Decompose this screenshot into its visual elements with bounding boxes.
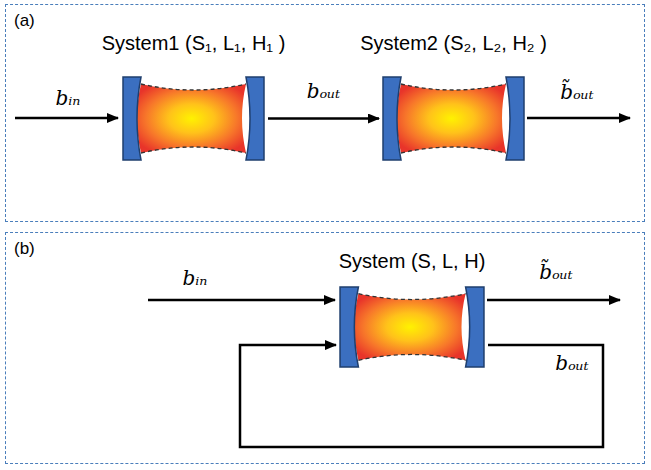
beam-edge [141,147,246,153]
panel-label: (a) [14,11,35,31]
beam-edge [358,294,465,300]
system-heading: System1 (S₁, L₁, H₁ ) [102,32,286,55]
cavity-field [354,294,465,361]
connector-label: bₒᵤₜ [307,79,340,103]
signal-connector [240,345,603,447]
cavity-system: System2 (S₂, L₂, H₂ ) [381,76,526,161]
cavity-system: System1 (S₁, L₁, H₁ ) [121,76,266,161]
panel-label: (b) [14,239,35,259]
beam-edge [141,84,246,90]
cavity-drawing [338,286,486,368]
signal-label: bᵢₙ [183,266,208,290]
cavity-drawing [121,76,266,161]
cavity-field [137,84,246,153]
beam-edge [358,354,465,360]
signal-connector [268,117,379,120]
system-heading: System2 (S₂, L₂, H₂ ) [360,32,547,55]
mirror [246,77,264,160]
beam-edge [401,84,506,90]
signal-label: b̃ₒᵤₜ [539,260,572,284]
mirror [383,77,401,160]
dashed-panel: (a) System1 (S₁, L₁, H₁ ) System2 (S₂, L₂,… [5,4,645,222]
mirror [466,287,484,367]
input-arrow [148,299,335,302]
cavity-field [397,84,506,153]
cavity-system: System (S, L, H) [338,286,486,368]
mirror [506,77,524,160]
output-arrow [487,299,620,302]
cavity-drawing [381,76,526,161]
system-heading: System (S, L, H) [339,250,486,273]
beam-edge [401,147,506,153]
output-arrow [527,117,630,120]
signal-label: b̃ₒᵤₜ [560,80,593,104]
signal-label: bᵢₙ [56,86,81,110]
mirror [123,77,141,160]
mirror [340,287,358,367]
connector-label: bₒᵤₜ [555,351,588,375]
input-arrow [15,117,118,120]
